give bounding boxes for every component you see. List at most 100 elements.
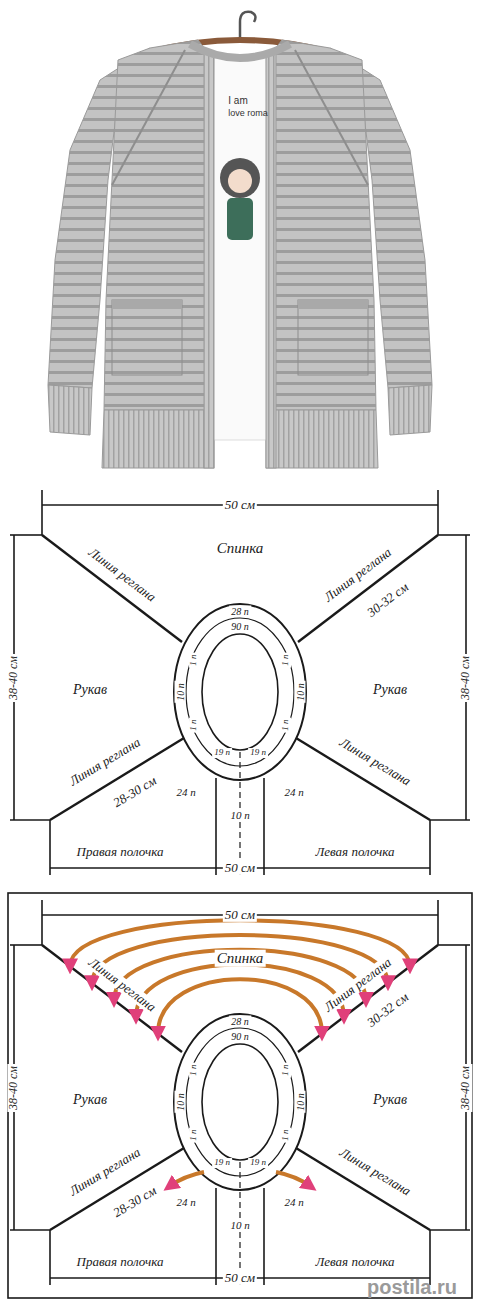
right-front	[266, 40, 376, 410]
dimension-label: Левая полочка	[313, 845, 396, 859]
dimension-label: Линия реглана	[84, 544, 160, 606]
dimension-label: 10 п	[295, 681, 306, 703]
extension-line	[437, 490, 439, 535]
outline-line	[10, 819, 50, 821]
dimension-label: 50 см	[223, 1271, 257, 1285]
extension-line	[49, 1230, 51, 1285]
left-cuff	[48, 385, 92, 435]
print-text: I am	[226, 95, 249, 106]
dimension-label: 28 п	[229, 1016, 251, 1027]
dimension-label: 38-40 см	[7, 654, 20, 702]
dimension-label: 1 п	[189, 1127, 199, 1142]
raglan-line	[298, 535, 438, 642]
dimension-label: 90 п	[229, 1031, 251, 1042]
button-band	[204, 52, 214, 468]
right-cuff	[388, 385, 432, 435]
dimension-label: Левая полочка	[313, 1255, 396, 1269]
outline-line	[430, 1229, 470, 1231]
extension-line	[41, 900, 43, 945]
frame	[8, 893, 472, 1298]
cardigan-photo	[48, 12, 432, 468]
watermark: postila.ru	[365, 1276, 459, 1298]
dimension-label: Линия реглана	[65, 1144, 144, 1200]
work-arrow	[114, 950, 366, 1000]
neck-ring	[186, 618, 294, 766]
print-text: love roma	[226, 109, 270, 119]
dimension-label: Правая полочка	[75, 845, 166, 859]
work-arrow	[70, 920, 410, 966]
dimension-label: 19 п	[212, 1158, 232, 1168]
placket-line	[263, 1188, 265, 1285]
dimension-label: 28 п	[229, 606, 251, 617]
neck-ring	[202, 1044, 278, 1160]
t-shirt	[208, 58, 272, 440]
neck-ring	[186, 1028, 294, 1176]
dimension-label: 1 п	[281, 1062, 291, 1077]
print-hair	[220, 158, 260, 198]
dimension-label: 30-32 см	[363, 579, 413, 622]
dimension-label: 10 п	[228, 809, 251, 821]
dimension-label: 10 п	[228, 1219, 251, 1231]
placket-line	[215, 778, 217, 875]
placket-line	[263, 778, 265, 875]
raglan-seam	[112, 50, 185, 185]
pocket	[298, 300, 368, 375]
work-arrow	[170, 1172, 204, 1186]
dimension-label: 28-30 см	[109, 773, 161, 812]
dimension-label: 30-32 см	[363, 989, 413, 1032]
dimension-label: 10 п	[175, 1091, 186, 1113]
print-dress	[227, 198, 253, 240]
dimension-label: 10 п	[295, 1091, 306, 1113]
dimension-label: 24 п	[282, 1196, 305, 1208]
dimension-label: Линия реглана	[84, 954, 160, 1016]
pocket	[112, 300, 182, 375]
dimension-label: 1 п	[189, 717, 199, 732]
dimension-label: 1 п	[281, 652, 291, 667]
dimension-label: Рукав	[371, 682, 409, 697]
extension-line	[41, 490, 43, 535]
extension-line	[49, 820, 51, 875]
outline-line	[430, 819, 470, 821]
dimension-label: 19 п	[248, 1158, 268, 1168]
dimension-label: Рукав	[71, 1092, 109, 1107]
work-arrow	[276, 1172, 310, 1186]
dimension-label: Спинка	[215, 950, 266, 967]
dimension-label: Правая полочка	[75, 1255, 166, 1269]
collar	[190, 44, 290, 58]
dimension-label: 38-40 см	[459, 654, 472, 702]
dimension-label: 1 п	[189, 652, 199, 667]
work-arrow	[92, 935, 388, 983]
dimension-label: Рукав	[71, 682, 109, 697]
placket-line	[215, 1188, 217, 1285]
right-hem	[266, 410, 378, 468]
dimension-label: 24 п	[282, 786, 305, 798]
pocket-band	[298, 300, 368, 309]
dimension-label: 38-40 см	[7, 1064, 20, 1112]
dimension-label: 50 см	[223, 861, 257, 875]
dimension-label: Рукав	[371, 1092, 409, 1107]
dimension-label: Линия реглана	[65, 734, 144, 790]
dimension-label: Линия реглана	[335, 1144, 414, 1200]
work-arrow	[158, 979, 322, 1033]
dimension-label: Спинка	[215, 540, 266, 557]
dimension-label: 1 п	[281, 1127, 291, 1142]
dimension-label: 24 п	[174, 1196, 197, 1208]
dimension-label: 24 п	[174, 786, 197, 798]
dimension-label: 1 п	[189, 1062, 199, 1077]
dimension-label: 10 п	[175, 681, 186, 703]
outline-line	[10, 1229, 50, 1231]
pocket-band	[112, 300, 182, 309]
dimension-label: 1 п	[281, 717, 291, 732]
extension-line	[437, 900, 439, 945]
dimension-label: 50 см	[223, 908, 257, 922]
dimension-label: 28-30 см	[109, 1183, 161, 1222]
dimension-label: 38-40 см	[459, 1064, 472, 1112]
left-front	[104, 40, 214, 410]
dimension-label: 19 п	[212, 748, 232, 758]
dimension-label: 90 п	[229, 621, 251, 632]
dimension-label: 19 п	[248, 748, 268, 758]
dimension-label: Линия реглана	[335, 734, 414, 790]
